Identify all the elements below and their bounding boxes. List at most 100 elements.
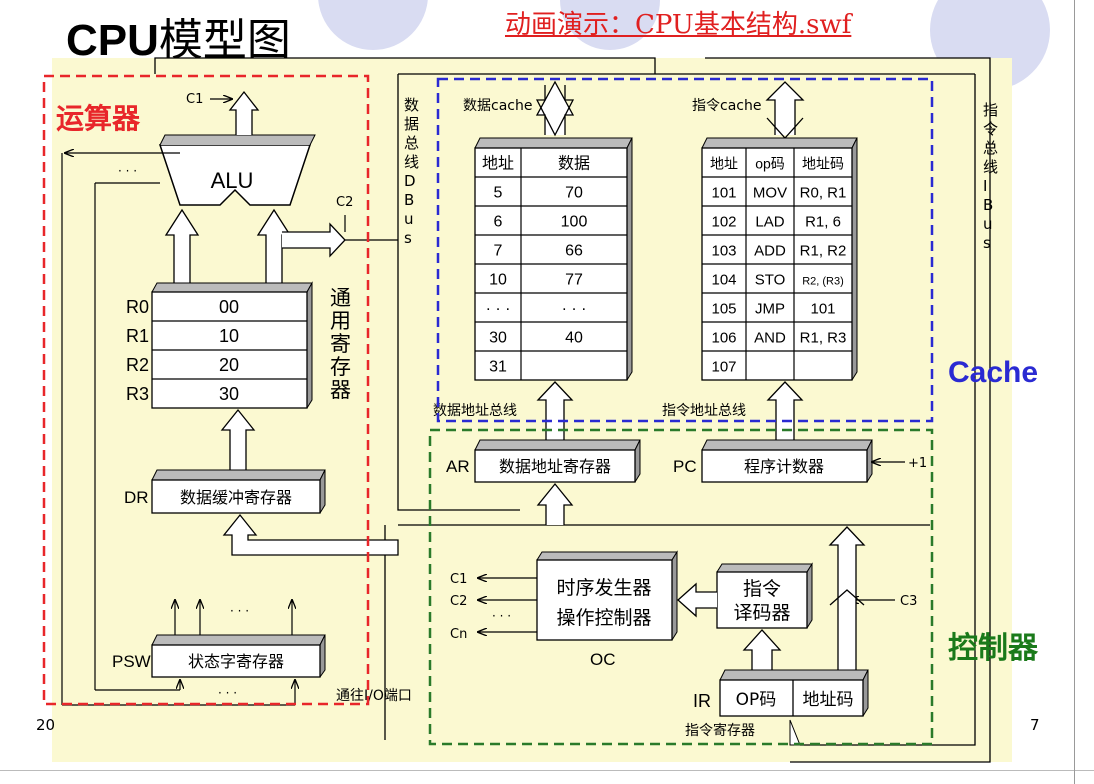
- table-header: 地址码: [802, 155, 844, 171]
- ir-register: [719, 679, 864, 717]
- alu-dots: · · ·: [118, 164, 137, 178]
- dr-label: 数据缓冲寄存器: [180, 488, 292, 507]
- ir-caption: 指令寄存器: [685, 722, 755, 739]
- table-cell: 7: [494, 242, 503, 259]
- instruction-bus-char: u: [983, 215, 993, 233]
- control-unit-content: 数据地址寄存器 AR 程序计数器 PC +1 时序发生器 操作控制器 OC C1…: [446, 439, 927, 746]
- title-rest: 模型图: [158, 16, 291, 65]
- control-region-label: 控制器: [948, 631, 1039, 666]
- slide-number: 7: [1030, 716, 1040, 734]
- instruction-decoder: [716, 571, 808, 629]
- instruction-bus-char: s: [983, 234, 991, 252]
- pc-increment: +1: [908, 456, 927, 471]
- table-cell: R2, (R3): [802, 275, 844, 287]
- table-cell: 70: [565, 184, 583, 201]
- c1-label: C1: [186, 92, 203, 107]
- dr-name: DR: [124, 488, 149, 507]
- table-cell: 102: [711, 213, 736, 230]
- data-bus-char: B: [404, 191, 414, 209]
- pc-register: [701, 449, 868, 483]
- table-cell: 104: [711, 271, 736, 288]
- animation-link[interactable]: 动画演示：CPU基本结构.swf: [505, 10, 852, 40]
- data-address-bus-label: 数据地址总线: [433, 403, 517, 419]
- register-label-char: 用: [330, 309, 351, 333]
- table-cell: AND: [754, 329, 786, 346]
- alu-region-frame: [42, 74, 370, 706]
- table-cell: 40: [565, 329, 583, 346]
- right-divider: [1074, 0, 1075, 784]
- instruction-bus-char: I: [983, 177, 987, 195]
- table-header: 数据: [558, 154, 590, 172]
- table-header: 地址: [482, 154, 514, 172]
- title-cpu: CPU: [66, 16, 159, 65]
- slide-year-fragment: 20: [36, 716, 56, 734]
- alu-region-label: 运算器: [56, 102, 141, 135]
- table-cell: 30: [489, 329, 507, 346]
- data-bus-char: D: [404, 172, 416, 190]
- psw-dots-top: · · ·: [230, 604, 249, 618]
- register-label-char: 存: [330, 355, 351, 379]
- alu-label: ALU: [211, 168, 254, 193]
- table-cell: 6: [494, 213, 503, 230]
- table-cell: 107: [711, 358, 736, 375]
- table-cell: 10: [489, 271, 507, 288]
- oc-signal-c1: C1: [450, 572, 467, 587]
- pc-label: 程序计数器: [744, 457, 824, 476]
- register-name: R2: [126, 355, 149, 375]
- instruction-bus-char: B: [983, 196, 993, 214]
- oc-dots: · · ·: [492, 609, 511, 623]
- ar-label: 数据地址寄存器: [499, 457, 611, 476]
- bus-lines: [154, 57, 991, 763]
- psw-register: [151, 644, 321, 678]
- dr-register: [151, 479, 321, 514]
- instruction-bus-char: 令: [983, 120, 998, 138]
- instruction-bus-char: 总: [983, 139, 998, 157]
- table-cell: · · ·: [562, 300, 587, 317]
- oc-signal-cn: Cn: [450, 627, 467, 642]
- table-cell: 66: [565, 242, 583, 259]
- decoder-line1: 指令: [743, 578, 781, 600]
- data-bus-char: 总: [404, 134, 419, 152]
- ar-register: [474, 449, 636, 483]
- decoder-line2: 译码器: [733, 602, 790, 624]
- oc-signal-c2: C2: [450, 594, 467, 609]
- table-cell: 100: [561, 213, 588, 230]
- table-cell: R1, 6: [805, 213, 841, 230]
- cache-region-label: Cache: [948, 356, 1038, 389]
- register-label-char: 寄: [330, 332, 351, 356]
- table-cell: 5: [494, 184, 503, 201]
- alu-shape: [158, 144, 312, 206]
- oc-line1: 时序发生器: [556, 577, 651, 599]
- data-bus-char: 线: [404, 153, 419, 171]
- table-cell: 101: [810, 300, 835, 317]
- register-value: 10: [219, 326, 239, 346]
- table-cell: 106: [711, 329, 736, 346]
- oc-unit: [536, 559, 673, 641]
- psw-label: 状态字寄存器: [188, 652, 284, 671]
- table-cell: LAD: [755, 213, 784, 230]
- table-header: op码: [755, 155, 785, 171]
- ir-op: OP码: [736, 690, 777, 710]
- instruction-bus-char: 指: [983, 101, 998, 119]
- control-region-frame: [428, 428, 934, 746]
- table-cell: 101: [711, 184, 736, 201]
- pc-name: PC: [673, 457, 697, 476]
- oc-name: OC: [590, 650, 616, 669]
- psw-name: PSW: [112, 652, 151, 671]
- table-cell: MOV: [753, 184, 787, 201]
- table-header: 地址: [710, 155, 738, 171]
- register-name: R3: [126, 384, 149, 404]
- data-bus-char: s: [404, 229, 412, 247]
- table-cell: R0, R1: [800, 184, 847, 201]
- table-cell: 31: [489, 358, 507, 375]
- table-cell: 105: [711, 300, 736, 317]
- data-bus-char: 数: [404, 96, 419, 114]
